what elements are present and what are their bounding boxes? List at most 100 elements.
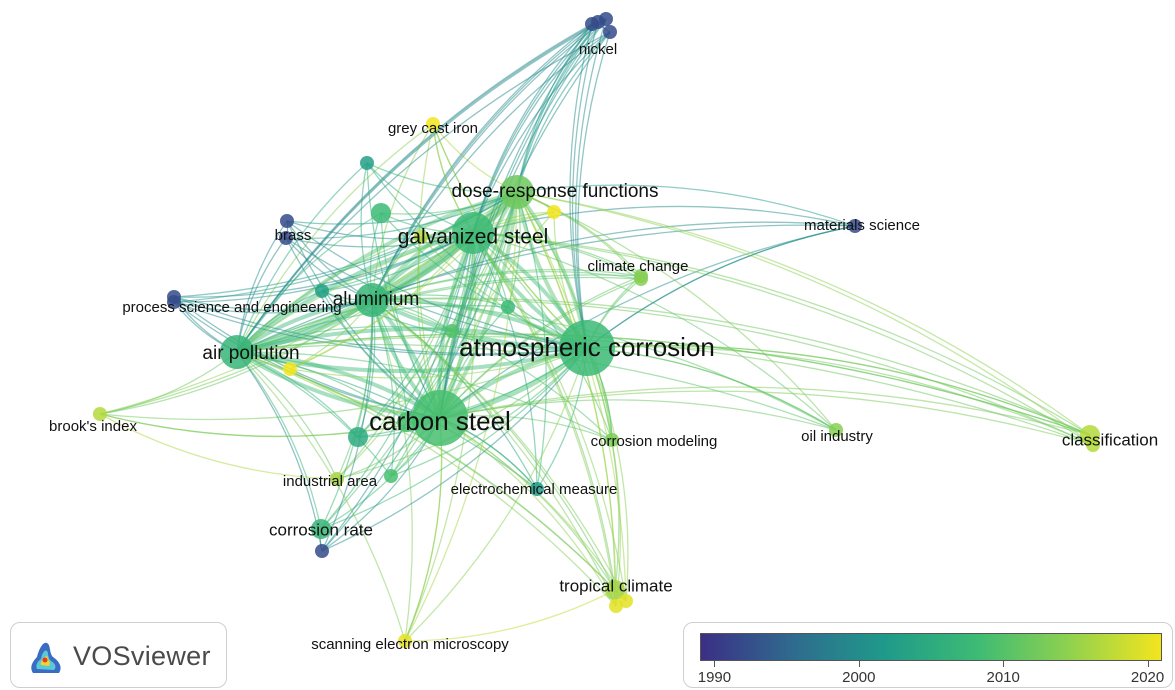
node-air-pollution[interactable] [220, 335, 254, 369]
network-link [586, 347, 629, 602]
network-link [286, 220, 588, 349]
node-label[interactable]: brass [275, 227, 312, 244]
node[interactable] [371, 203, 391, 223]
network-link [371, 23, 593, 301]
node-label[interactable]: galvanized steel [398, 226, 549, 249]
node-label[interactable]: grey cast iron [388, 120, 478, 137]
node[interactable] [1086, 438, 1100, 452]
node-atmospheric-corrosion[interactable] [559, 320, 615, 376]
node-industrial-area[interactable] [330, 472, 344, 486]
node-label[interactable]: carbon steel [369, 406, 511, 436]
node[interactable] [547, 205, 561, 219]
node[interactable] [348, 427, 368, 447]
node-label[interactable]: nickel [579, 41, 617, 58]
node[interactable] [501, 300, 515, 314]
node-oil-industry[interactable] [829, 423, 843, 437]
node[interactable] [384, 469, 398, 483]
node[interactable] [280, 214, 294, 228]
network-link [439, 417, 617, 607]
network-link [236, 335, 1094, 446]
node-materials-science[interactable] [848, 219, 862, 233]
node-label[interactable]: brook's index [49, 418, 137, 435]
network-link [574, 18, 607, 349]
network-link [586, 225, 856, 349]
network-link [516, 184, 856, 227]
node[interactable] [315, 284, 329, 298]
network-link [99, 347, 588, 421]
network-link [516, 191, 1094, 446]
node-brook-s-index[interactable] [93, 407, 107, 421]
network-link [472, 232, 617, 607]
node-corrosion-modeling[interactable] [605, 433, 619, 447]
network-link [366, 162, 518, 193]
node[interactable] [603, 25, 617, 39]
node-corrosion-rate[interactable] [311, 519, 331, 539]
network-link [516, 191, 627, 602]
network-link [236, 23, 593, 353]
node-dose-response-functions[interactable] [500, 175, 534, 209]
network-link [236, 351, 406, 642]
network-link [173, 232, 474, 298]
vosviewer-logo-panel: VOSviewer [10, 622, 227, 688]
legend-tick-label: 2020 [1130, 669, 1165, 686]
network-link [371, 299, 613, 441]
node-label[interactable]: corrosion rate [269, 520, 373, 539]
node[interactable] [619, 594, 633, 608]
node[interactable] [634, 272, 648, 286]
network-link [289, 191, 518, 370]
network-link [236, 333, 1091, 436]
network-link [371, 297, 1091, 436]
node-scanning-electron-microscopy[interactable] [398, 634, 412, 648]
node-label[interactable]: industrial area [283, 473, 378, 490]
node[interactable] [167, 290, 181, 304]
node-grey-cast-iron[interactable] [426, 117, 440, 131]
network-link [404, 191, 518, 642]
node-electrochemical-measure[interactable] [530, 482, 544, 496]
node-carbon-steel[interactable] [412, 390, 468, 446]
network-link [236, 351, 359, 438]
network-link [439, 211, 555, 419]
network-link [236, 325, 453, 353]
network-link [320, 191, 518, 530]
node-label[interactable]: electrochemical measure [451, 481, 618, 498]
network-link [366, 162, 588, 349]
node-label[interactable]: process science and engineering [122, 299, 341, 316]
node[interactable] [414, 230, 428, 244]
legend-tick-label: 2000 [842, 669, 876, 686]
network-link [371, 18, 607, 301]
node-label[interactable]: climate change [588, 258, 689, 275]
node[interactable] [360, 156, 374, 170]
node[interactable] [585, 17, 599, 31]
node[interactable] [397, 412, 417, 432]
node[interactable] [283, 362, 297, 376]
node-label[interactable]: dose-response functions [451, 181, 658, 202]
node-label[interactable]: corrosion modeling [591, 433, 718, 450]
node-brass[interactable] [279, 231, 293, 245]
node-label[interactable]: atmospheric corrosion [459, 332, 715, 362]
node-galvanized-steel[interactable] [452, 212, 494, 254]
node-tropical-climate[interactable] [605, 580, 625, 600]
node[interactable] [599, 12, 613, 26]
node-label[interactable]: materials science [804, 217, 920, 234]
legend-tick-label: 1990 [697, 669, 732, 686]
node-aluminium[interactable] [355, 283, 389, 317]
network-link [236, 351, 627, 602]
node-label[interactable]: air pollution [202, 343, 299, 364]
node-label[interactable]: tropical climate [559, 576, 672, 595]
network-link [439, 390, 1094, 446]
network-link [320, 232, 474, 530]
node-label[interactable]: oil industry [801, 428, 873, 445]
network-link [236, 162, 368, 353]
network-link [390, 232, 474, 477]
node[interactable] [315, 544, 329, 558]
network-link [236, 212, 382, 353]
network-link [286, 220, 441, 419]
node-label[interactable]: aluminium [333, 289, 420, 310]
legend-tick [714, 661, 716, 667]
node[interactable] [445, 324, 459, 338]
node-label[interactable]: classification [1062, 430, 1158, 449]
node-label[interactable]: scanning electron microscopy [311, 636, 509, 653]
network-link [236, 351, 613, 441]
network-link [404, 589, 616, 642]
